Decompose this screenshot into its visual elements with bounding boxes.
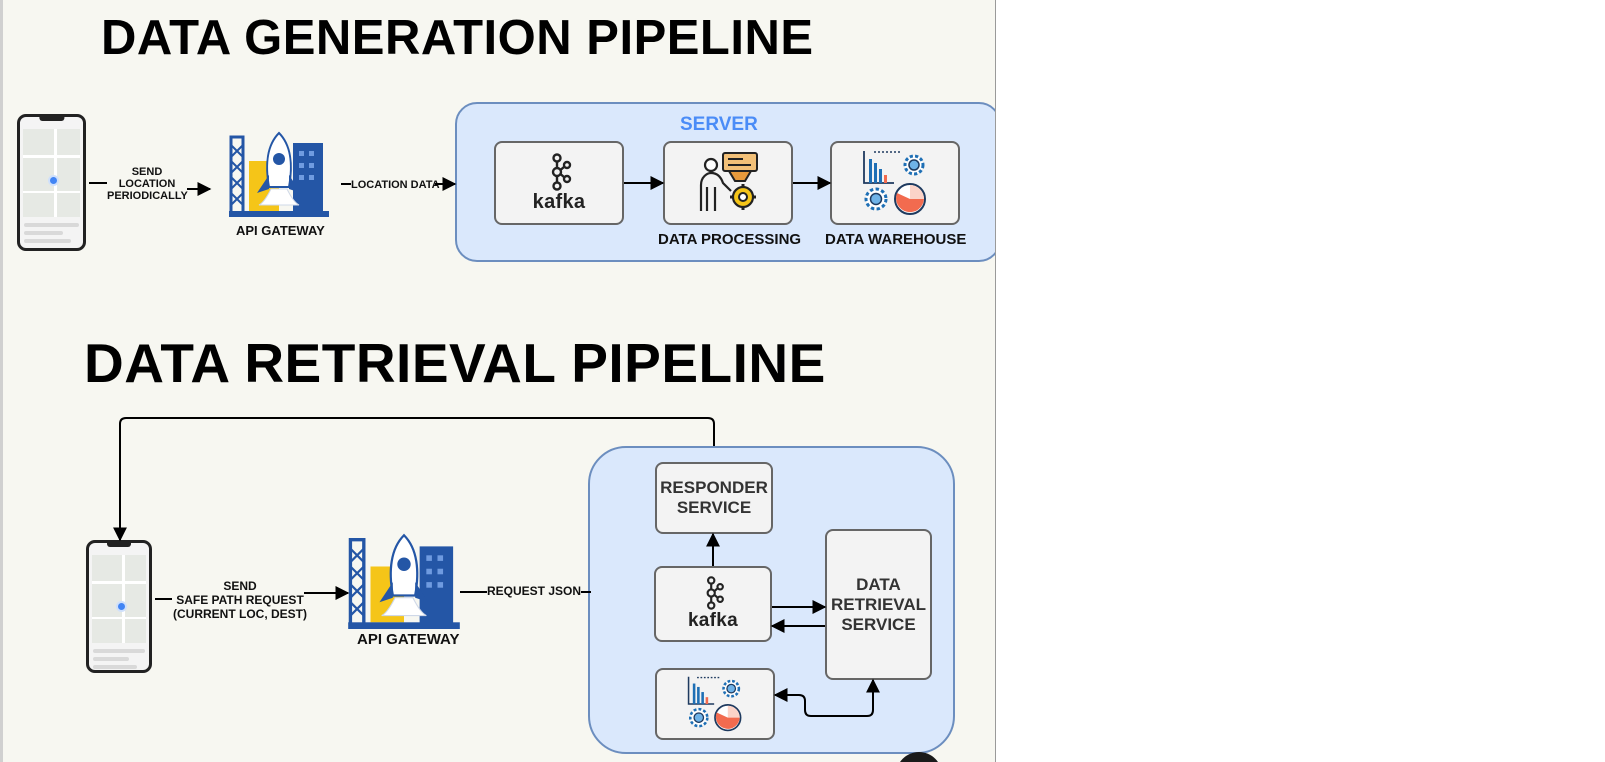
server-label: SERVER bbox=[680, 114, 758, 135]
data-processing-caption: DATA PROCESSING bbox=[658, 231, 802, 248]
rocket-gateway-icon bbox=[229, 131, 329, 217]
api-gateway-caption: API GATEWAY bbox=[236, 223, 325, 238]
data-processing-icon bbox=[699, 152, 758, 211]
data-warehouse-caption: DATA WAREHOUSE bbox=[825, 231, 967, 248]
request-json-label: REQUEST JSON bbox=[487, 584, 582, 598]
kafka-icon bbox=[551, 152, 572, 191]
data-warehouse-icon bbox=[687, 676, 742, 732]
kafka-label: kafka bbox=[532, 190, 586, 213]
smartphone-icon bbox=[17, 114, 86, 251]
smartphone-icon bbox=[86, 540, 152, 673]
data-warehouse-node bbox=[830, 141, 960, 225]
kafka-label: kafka bbox=[687, 610, 739, 631]
kafka-icon bbox=[706, 576, 724, 610]
generation-title: DATA GENERATION PIPELINE bbox=[101, 11, 814, 65]
kafka-node: kafka bbox=[494, 141, 624, 225]
rocket-gateway-icon bbox=[348, 533, 460, 629]
retrieval-title: DATA RETRIEVAL PIPELINE bbox=[84, 332, 826, 394]
data-retrieval-service-node: DATA RETRIEVAL SERVICE bbox=[825, 529, 932, 680]
send-location-label: SEND LOCATION PERIODICALLY bbox=[107, 166, 188, 202]
corner-circle bbox=[896, 752, 942, 762]
data-processing-node bbox=[663, 141, 793, 225]
diagram-canvas: DATA GENERATION PIPELINE SERVER SEND LOC… bbox=[0, 0, 996, 762]
responder-service-node: RESPONDER SERVICE bbox=[655, 462, 773, 534]
location-data-label: LOCATION DATA bbox=[351, 179, 440, 191]
api-gateway-caption: API GATEWAY bbox=[357, 631, 460, 648]
kafka-node: kafka bbox=[654, 566, 772, 642]
data-warehouse-node bbox=[655, 668, 775, 740]
data-warehouse-icon bbox=[863, 151, 926, 215]
send-request-label: SEND SAFE PATH REQUEST (CURRENT LOC, DES… bbox=[170, 579, 310, 621]
